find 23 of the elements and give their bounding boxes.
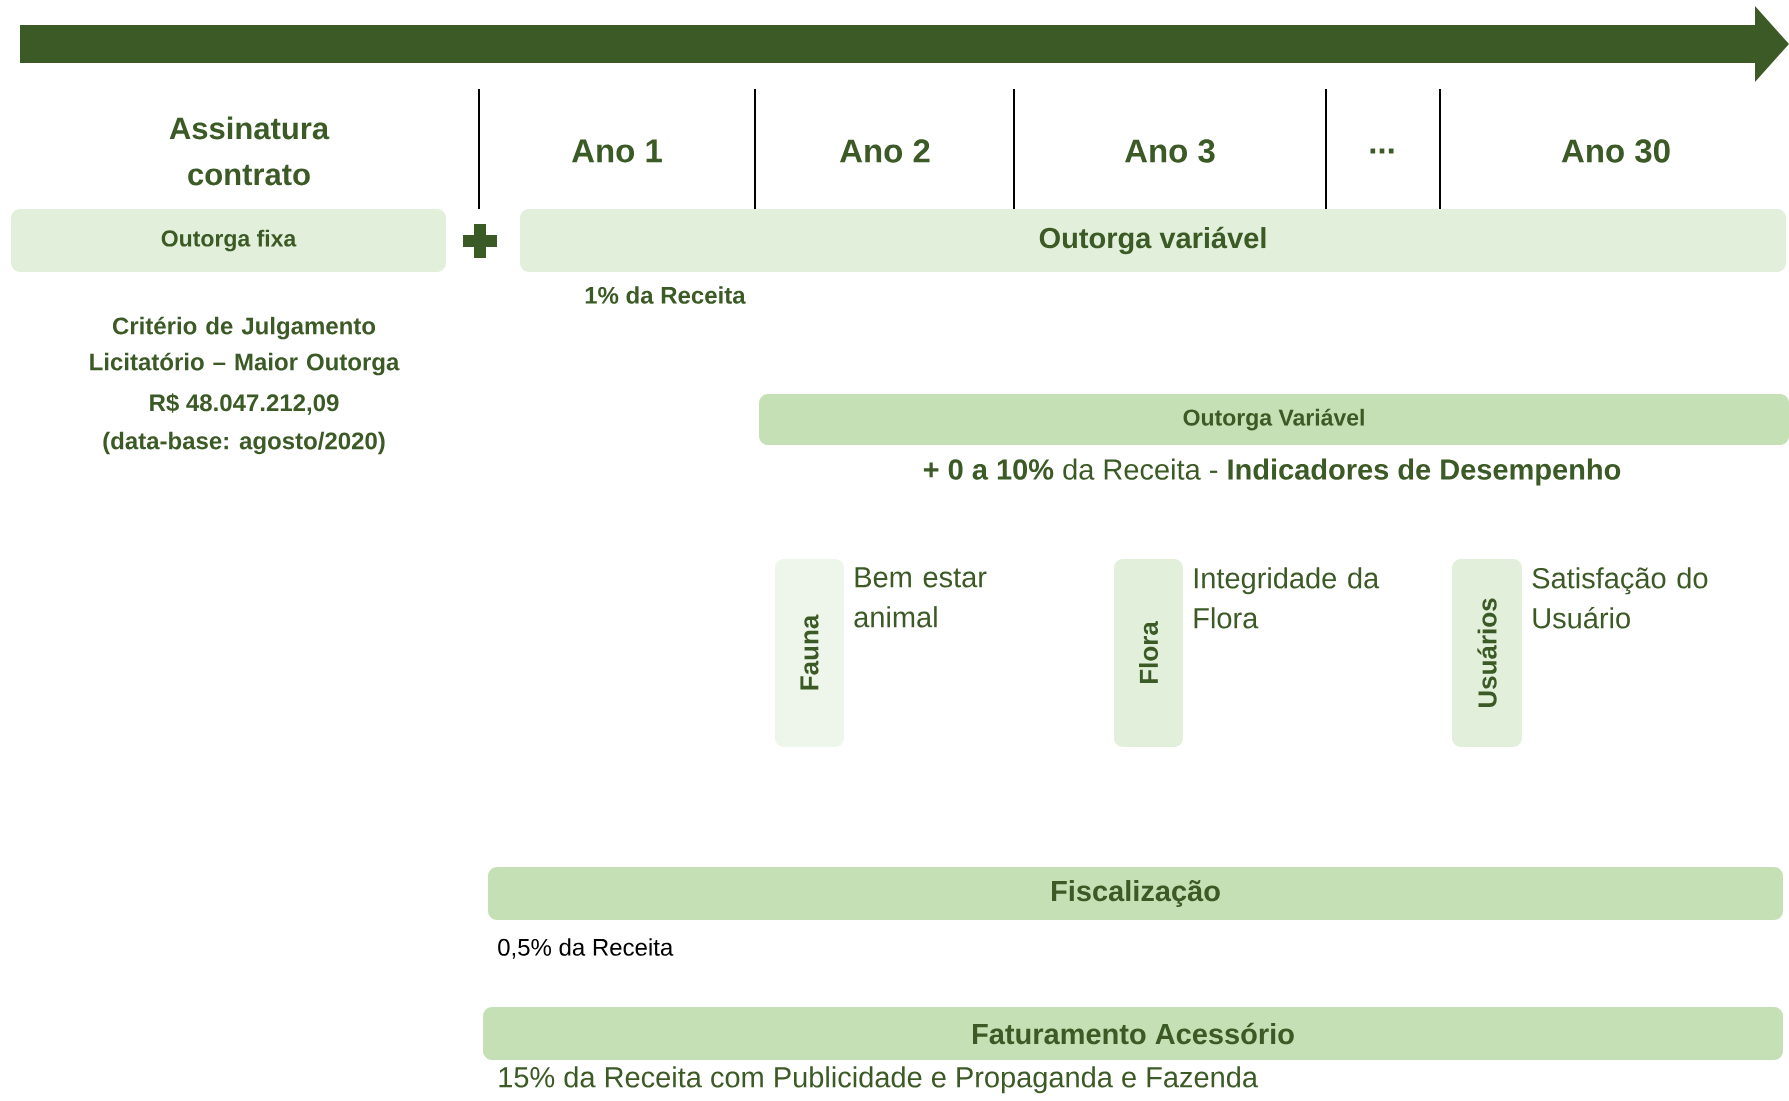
label-bar: Outorga Variável (759, 394, 1789, 445)
indicator-description: Integridade da Flora (1194, 567, 1380, 629)
year-heading: Ano 2 (840, 139, 930, 163)
label-bar: Faturamento Acessório (483, 1007, 1783, 1060)
indicator-tab: Usuários (1452, 559, 1522, 747)
year-heading: ... (1370, 148, 1394, 154)
indicator-tab: Flora (1114, 559, 1183, 747)
label-bar: Outorga fixa (11, 209, 446, 272)
note-text: Critério de Julgamento Licitatório – Maior Outorga (90, 316, 400, 376)
indicator-tab: Fauna (775, 559, 844, 747)
note-text: 0,5% da Receita (498, 938, 674, 959)
year-heading: Ano 3 (1125, 139, 1215, 163)
indicator-description: Satisfação do Usuário (1532, 567, 1708, 629)
year-heading: Ano 30 (1561, 139, 1670, 163)
label-bar: Fiscalização (488, 867, 1783, 920)
note-text: 1% da Receita (585, 286, 746, 304)
note-text: 15% da Receita com Publicidade e Propaganda e Fazenda (499, 1066, 1258, 1094)
year-heading: Ano 1 (572, 139, 662, 163)
label-bar: Outorga variável (520, 209, 1786, 272)
note-text: (data-base: agosto/2020) (103, 431, 385, 455)
note-text: R$ 48.047.212,09 (150, 393, 339, 415)
note-text: + 0 a 10% da Receita - Indicadores de Desempenho (923, 458, 1621, 486)
indicator-description: Bem estar animal (854, 567, 987, 628)
